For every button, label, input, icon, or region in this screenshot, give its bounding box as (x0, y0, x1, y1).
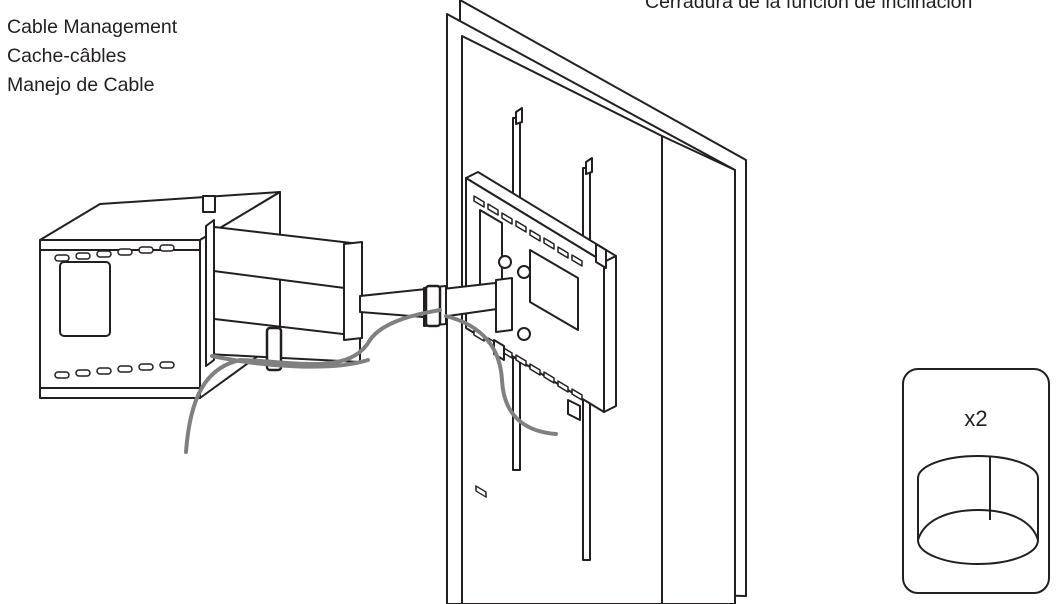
cables (184, 308, 558, 454)
tilt-plate-slots (473, 195, 583, 401)
cable-clip-icon (917, 455, 1039, 565)
parts-legend: x2 (902, 368, 1050, 594)
caption-line-fr: Cache-câbles (7, 45, 127, 67)
caption-line-en: Cable Management (7, 16, 178, 38)
wall-plate-slots (54, 244, 175, 379)
caption-text: Cable Management Cache-câbles Manejo de … (7, 13, 177, 100)
cable-clips (265, 284, 442, 372)
caption-line-es: Manejo de Cable (7, 74, 155, 96)
tilt-lock-label: Cerradura de la función de inclinación (645, 0, 973, 13)
part-quantity: x2 (964, 406, 988, 431)
